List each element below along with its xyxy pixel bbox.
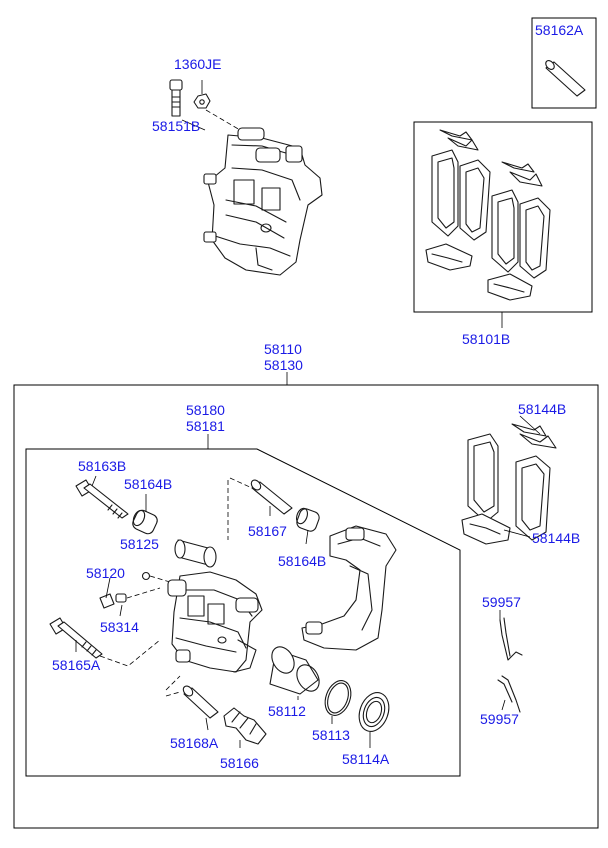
bolt-58151B bbox=[169, 79, 183, 117]
guide-pin-58168A bbox=[182, 685, 219, 719]
spring-59957 bbox=[497, 617, 523, 713]
label-58112: 58112 bbox=[268, 703, 306, 719]
label-58164B-left: 58164B bbox=[124, 476, 172, 492]
label-58120: 58120 bbox=[86, 565, 125, 581]
nut-1360JE bbox=[193, 93, 211, 109]
label-58110: 58110 bbox=[264, 341, 302, 357]
guide-pin-58167 bbox=[250, 479, 293, 515]
pad-set-58144B bbox=[461, 423, 557, 545]
label-58144B-top: 58144B bbox=[518, 401, 566, 417]
bolt-58163B bbox=[75, 479, 129, 519]
caliper-assembly-frame bbox=[13, 384, 599, 829]
label-58162A: 58162A bbox=[535, 22, 584, 38]
bolt-58165A bbox=[49, 617, 103, 659]
label-58113: 58113 bbox=[312, 727, 350, 743]
caliper-subassembly-frame bbox=[25, 448, 461, 777]
pad-kit-frame-58101B bbox=[413, 121, 593, 313]
label-59957-bottom: 59957 bbox=[480, 711, 519, 727]
caliper-body-middle bbox=[167, 571, 263, 673]
kit-frame-58162A bbox=[531, 17, 597, 109]
label-58181: 58181 bbox=[186, 418, 225, 434]
label-58144B-bottom: 58144B bbox=[532, 530, 580, 546]
dust-boot-58114A bbox=[358, 692, 390, 732]
label-58164B-right: 58164B bbox=[278, 553, 326, 569]
pad-kit-58101B bbox=[425, 129, 551, 301]
caliper-housing-top bbox=[203, 127, 323, 276]
caliper-bracket bbox=[301, 525, 397, 651]
boot-58166 bbox=[223, 707, 267, 745]
label-58125: 58125 bbox=[120, 536, 159, 552]
boot-58164B-left bbox=[132, 509, 158, 535]
label-58168A: 58168A bbox=[170, 735, 219, 751]
label-58166: 58166 bbox=[220, 755, 259, 771]
label-1360JE: 1360JE bbox=[174, 56, 221, 72]
label-58163B: 58163B bbox=[78, 458, 126, 474]
piston-58112 bbox=[269, 646, 320, 695]
bushing-58125 bbox=[174, 539, 217, 568]
label-58314: 58314 bbox=[100, 619, 139, 635]
label-58114A: 58114A bbox=[342, 751, 390, 767]
label-58167: 58167 bbox=[248, 523, 287, 539]
label-58130: 58130 bbox=[264, 357, 303, 373]
guide-pin-58162A bbox=[545, 60, 586, 97]
label-58165A: 58165A bbox=[52, 657, 101, 673]
label-58101B: 58101B bbox=[462, 331, 510, 347]
label-58180: 58180 bbox=[186, 402, 225, 418]
boot-58164B-right bbox=[296, 507, 320, 532]
label-58151B: 58151B bbox=[152, 118, 200, 134]
seal-58113 bbox=[324, 680, 352, 716]
label-59957-top: 59957 bbox=[482, 594, 521, 610]
